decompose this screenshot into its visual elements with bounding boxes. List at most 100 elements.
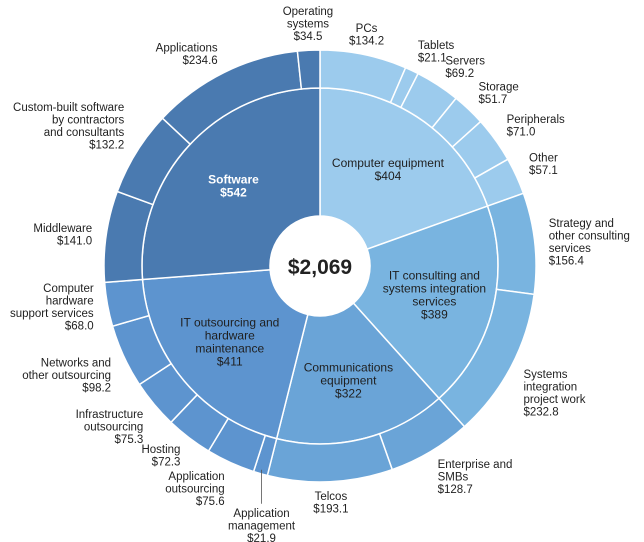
- inner-label-communications-equipment-line: Communications: [304, 361, 393, 375]
- inner-label-it-outsourcing-and-hardware-maintenance-line: maintenance: [195, 342, 264, 356]
- outer-label-telcos-line: Telcos: [315, 491, 348, 503]
- outer-label-storage-line: $51.7: [478, 94, 507, 106]
- outer-label-computer-hardware-support-services-line: Computer: [43, 283, 94, 295]
- inner-label-communications-equipment-line: equipment: [320, 374, 377, 388]
- inner-label-it-outsourcing-and-hardware-maintenance-line: hardware: [205, 329, 255, 343]
- inner-label-it-outsourcing-and-hardware-maintenance-line: IT outsourcing and: [180, 316, 279, 330]
- outer-label-application-outsourcing-line: $75.6: [196, 496, 225, 508]
- outer-label-systems-integration-project-work-line: project work: [523, 394, 585, 406]
- inner-label-computer-equipment-line: $404: [375, 169, 402, 183]
- outer-label-systems-integration-project-work-line: $232.8: [523, 406, 558, 418]
- outer-label-peripherals-line: Peripherals: [507, 114, 565, 126]
- outer-label-computer-hardware-support-services-line: support services: [10, 308, 94, 320]
- outer-label-pcs-line: $134.2: [349, 36, 384, 48]
- outer-label-networks-and-other-outsourcing-line: other outsourcing: [22, 370, 111, 382]
- inner-label-communications-equipment-line: $322: [335, 387, 362, 401]
- outer-label-infrastructure-outsourcing-line: $75.3: [115, 434, 144, 446]
- outer-label-peripherals: Peripherals$71.0: [507, 114, 565, 138]
- outer-label-operating-systems-line: Operating: [283, 6, 334, 18]
- outer-label-storage-line: Storage: [478, 82, 518, 94]
- outer-label-pcs-line: PCs: [356, 23, 378, 35]
- outer-label-infrastructure-outsourcing-line: outsourcing: [84, 421, 143, 433]
- outer-label-networks-and-other-outsourcing-line: Networks and: [41, 358, 111, 370]
- outer-label-application-outsourcing-line: outsourcing: [165, 483, 224, 495]
- outer-label-hosting-line: Hosting: [141, 444, 180, 456]
- outer-label-strategy-and-other-consulting-services-line: services: [549, 243, 591, 255]
- outer-label-applications-line: Applications: [156, 42, 218, 54]
- outer-label-tablets-line: Tablets: [418, 40, 455, 52]
- outer-label-storage: Storage$51.7: [478, 82, 518, 107]
- outer-label-applications-line: $234.6: [183, 55, 218, 67]
- outer-label-servers: Servers$69.2: [445, 55, 485, 80]
- outer-label-other-line: $57.1: [529, 165, 558, 177]
- outer-label-peripherals-line: $71.0: [507, 126, 536, 138]
- outer-label-computer-hardware-support-services-line: hardware: [46, 296, 94, 308]
- outer-label-tablets-line: $21.1: [418, 53, 447, 65]
- outer-label-custom-built-software-by-contractors-and-consultants-line: and consultants: [44, 127, 125, 139]
- inner-label-it-outsourcing-and-hardware-maintenance-line: $411: [217, 355, 243, 369]
- outer-slice-operating-systems: [296, 49, 321, 90]
- inner-label-it-consulting-and-systems-integration-services-line: systems integration: [383, 281, 486, 295]
- outer-label-hosting: Hosting$72.3: [141, 444, 180, 469]
- inner-label-computer-equipment: Computer equipment$404: [332, 156, 445, 183]
- outer-label-custom-built-software-by-contractors-and-consultants-line: Custom-built software: [13, 102, 124, 114]
- outer-label-strategy-and-other-consulting-services-line: other consulting: [549, 230, 630, 242]
- outer-label-middleware-line: $141.0: [57, 236, 92, 248]
- center-disc: [270, 216, 370, 316]
- outer-label-other-line: Other: [529, 152, 558, 164]
- inner-label-software: Software$542: [208, 172, 259, 199]
- outer-ring: [103, 49, 537, 483]
- inner-label-it-consulting-and-systems-integration-services-line: IT consulting and: [389, 268, 480, 282]
- inner-label-it-consulting-and-systems-integration-services-line: $389: [421, 307, 448, 321]
- outer-label-custom-built-software-by-contractors-and-consultants-line: $132.2: [89, 139, 124, 151]
- outer-label-custom-built-software-by-contractors-and-consultants-line: by contractors: [52, 114, 124, 126]
- outer-label-application-management-line: management: [228, 520, 296, 532]
- inner-label-it-consulting-and-systems-integration-services-line: services: [412, 294, 456, 308]
- total-label: $2,069: [288, 256, 352, 279]
- outer-label-networks-and-other-outsourcing-line: $98.2: [82, 383, 111, 395]
- outer-label-application-management-line: Application: [233, 508, 289, 520]
- inner-label-software-line: Software: [208, 172, 259, 186]
- outer-label-servers-line: $69.2: [445, 68, 474, 80]
- outer-label-enterprise-and-smbs-line: $128.7: [438, 484, 473, 496]
- outer-label-telcos-line: $193.1: [313, 503, 348, 515]
- outer-label-operating-systems-line: systems: [287, 18, 329, 30]
- outer-label-telcos: Telcos$193.1: [313, 491, 348, 516]
- outer-label-systems-integration-project-work-line: integration: [523, 381, 577, 393]
- outer-label-enterprise-and-smbs-line: SMBs: [438, 472, 469, 484]
- outer-label-pcs: PCs$134.2: [349, 23, 384, 48]
- inner-label-software-line: $542: [220, 185, 247, 199]
- outer-label-operating-systems-line: $34.5: [294, 31, 323, 43]
- outer-label-computer-hardware-support-services-line: $68.0: [65, 321, 94, 333]
- outer-label-servers-line: Servers: [445, 55, 485, 67]
- outer-label-strategy-and-other-consulting-services-line: Strategy and: [549, 218, 614, 230]
- outer-label-other: Other$57.1: [529, 152, 558, 177]
- inner-label-computer-equipment-line: Computer equipment: [332, 156, 445, 170]
- outer-label-infrastructure-outsourcing-line: Infrastructure: [76, 409, 144, 421]
- outer-label-application-management-line: $21.9: [247, 533, 276, 542]
- outer-label-application-outsourcing-line: Application: [168, 471, 224, 483]
- outer-label-systems-integration-project-work-line: Systems: [523, 369, 567, 381]
- outer-label-middleware-line: Middleware: [33, 223, 92, 235]
- outer-label-middleware: Middleware$141.0: [33, 223, 92, 248]
- outer-label-applications: Applications$234.6: [156, 42, 218, 67]
- outer-label-hosting-line: $72.3: [152, 457, 181, 469]
- outer-label-enterprise-and-smbs-line: Enterprise and: [438, 459, 513, 471]
- outer-label-tablets: Tablets$21.1: [418, 40, 455, 65]
- outer-label-strategy-and-other-consulting-services-line: $156.4: [549, 255, 585, 267]
